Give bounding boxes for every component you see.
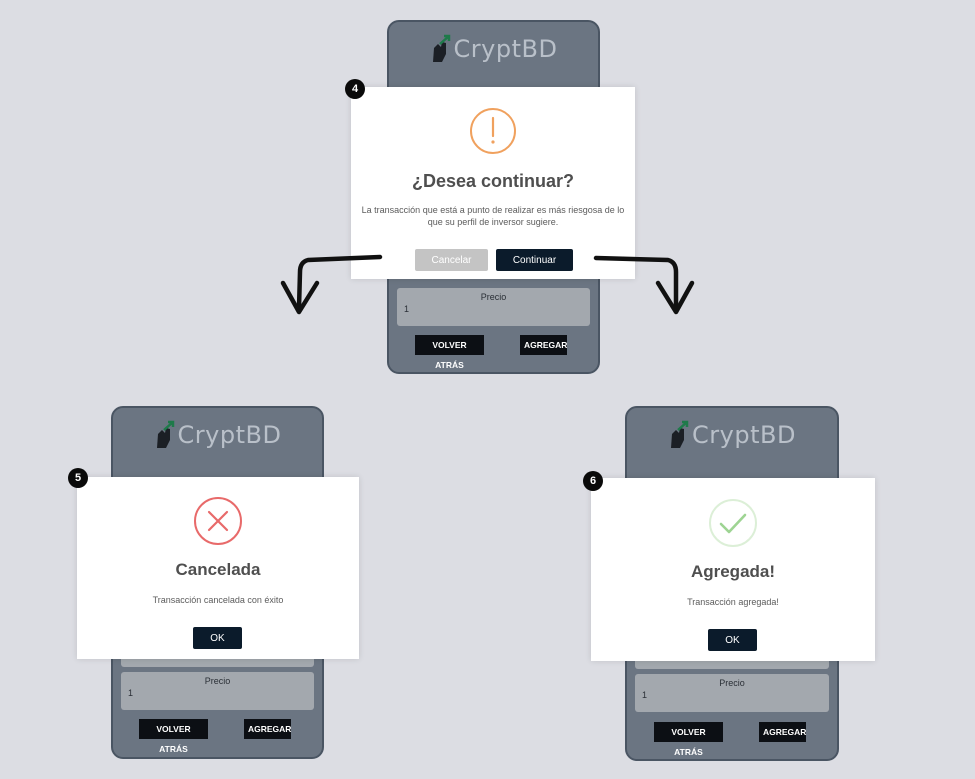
arrow-left-icon bbox=[280, 254, 383, 315]
price-label: Precio bbox=[719, 678, 745, 688]
arrow-right-icon bbox=[593, 255, 695, 315]
confirm-dialog: ¿Desea continuar? La transacción que est… bbox=[351, 87, 635, 279]
dialog-message: Transacción agregada! bbox=[687, 597, 779, 607]
dialog-message: La transacción que está a punto de reali… bbox=[361, 205, 625, 227]
brand-logo-icon bbox=[432, 34, 450, 62]
price-label: Precio bbox=[480, 292, 507, 302]
brand-name: CryptBD bbox=[177, 421, 282, 449]
add-button[interactable]: AGREGAR bbox=[759, 722, 806, 742]
dialog-title: ¿Desea continuar? bbox=[411, 171, 575, 191]
add-button[interactable]: AGREGAR bbox=[520, 335, 567, 355]
step-badge-6: 6 bbox=[583, 471, 603, 491]
ok-button[interactable]: OK bbox=[708, 629, 757, 651]
back-button[interactable]: VOLVER ATRÁS bbox=[415, 335, 484, 370]
back-button[interactable]: VOLVER ATRÁS bbox=[139, 719, 208, 754]
price-field[interactable]: Precio 1 bbox=[635, 674, 829, 712]
field-stub bbox=[635, 661, 829, 669]
brand-logo-icon bbox=[671, 420, 689, 448]
added-dialog: Agregada! Transacción agregada! OK bbox=[591, 478, 875, 661]
price-value: 1 bbox=[128, 688, 134, 698]
price-field[interactable]: Precio 1 bbox=[121, 672, 314, 710]
brand-name: CryptBD bbox=[453, 35, 558, 63]
back-button[interactable]: VOLVER ATRÁS bbox=[654, 722, 723, 757]
brand-logo-icon bbox=[156, 420, 174, 448]
price-label: Precio bbox=[204, 676, 231, 686]
price-value: 1 bbox=[404, 304, 410, 314]
warning-icon bbox=[470, 108, 516, 154]
brand-name: CryptBD bbox=[692, 421, 796, 449]
ok-button[interactable]: OK bbox=[193, 627, 242, 649]
check-icon bbox=[709, 499, 757, 547]
close-icon bbox=[194, 497, 242, 545]
price-value: 1 bbox=[642, 690, 648, 700]
cancelled-dialog: Cancelada Transacción cancelada con éxit… bbox=[77, 477, 359, 659]
step-badge-4: 4 bbox=[345, 79, 365, 99]
dialog-title: Cancelada bbox=[175, 560, 261, 579]
price-field[interactable]: Precio 1 bbox=[397, 288, 590, 326]
continue-button[interactable]: Continuar bbox=[496, 249, 573, 271]
brand-logo: CryptBD bbox=[113, 420, 322, 450]
dialog-message: Transacción cancelada con éxito bbox=[152, 595, 284, 605]
brand-logo: CryptBD bbox=[389, 34, 598, 64]
brand-logo: CryptBD bbox=[627, 420, 837, 450]
field-stub bbox=[121, 659, 314, 667]
cancel-button[interactable]: Cancelar bbox=[415, 249, 488, 271]
dialog-title: Agregada! bbox=[690, 562, 776, 581]
step-badge-5: 5 bbox=[68, 468, 88, 488]
add-button[interactable]: AGREGAR bbox=[244, 719, 291, 739]
